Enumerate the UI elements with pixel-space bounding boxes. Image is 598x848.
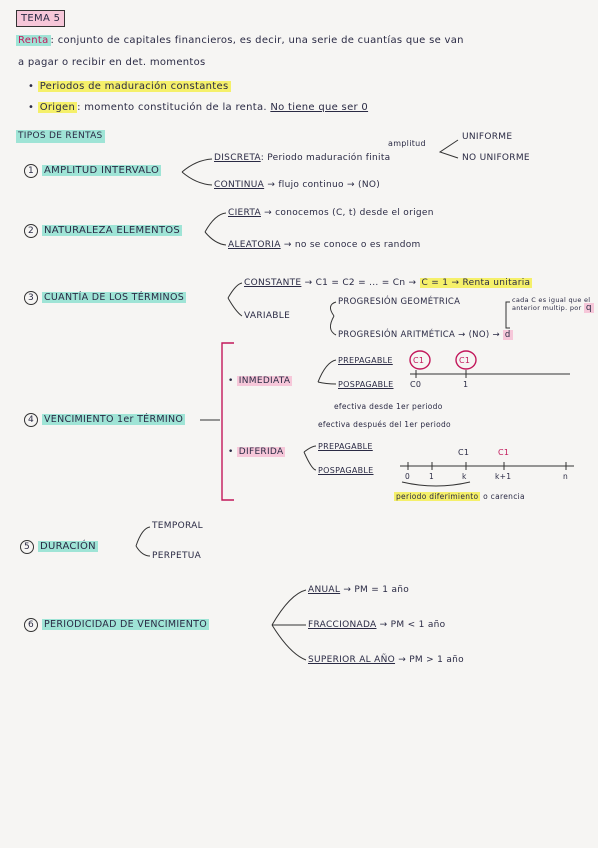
superior-text: → PM > 1 año [398,655,464,665]
axis-c1-second: C1 [459,356,471,365]
periodo-diferimiento-row: periodo diferimiento o carencia [394,490,525,503]
inmediata-note: efectiva desde 1er periodo [334,402,443,411]
section-5-number: 5 [20,540,34,554]
geometrica-label: PROGRESIÓN GEOMÉTRICA [338,297,461,307]
diferida-item: • DIFERIDA [228,447,286,457]
fraccionada-label: FRACCIONADA [308,620,377,630]
perpetua-label: PERPETUA [152,551,202,561]
section-2-number: 2 [24,224,38,238]
cierta-item: CIERTA → conocemos (C, t) desde el orige… [228,207,434,220]
section-3-header: 3 CUANTÍA DE LOS TÉRMINOS [24,291,187,305]
section-1-name: AMPLITUD INTERVALO [42,165,162,176]
section-1-header: 1 AMPLITUD INTERVALO [24,164,162,178]
inmediata-pospagable: POSPAGABLE [338,380,394,389]
page-title: TEMA 5 [16,10,66,27]
bullet-maduracion-text: Periodos de maduración constantes [37,81,231,92]
constante-item: CONSTANTE → C1 = C2 = ... = Cn → C = 1 →… [244,277,533,290]
diferida-c1-second: C1 [498,448,510,457]
amplitud-note: amplitud [388,139,426,148]
inmediata-item: • INMEDIATA [228,376,293,386]
section-4-name: VENCIMIENTO 1er TÉRMINO [42,414,186,425]
discreta-item: DISCRETA: Periodo maduración finita [214,152,391,165]
section-3-name: CUANTÍA DE LOS TÉRMINOS [42,292,187,303]
aritmetica-item: PROGRESIÓN ARITMÉTICA → (NO) → d [338,330,513,340]
axis-tick-1: 1 [463,380,469,389]
diferida-tick-k: k [462,472,467,481]
aleatoria-label: ALEATORIA [228,240,281,250]
bullet-origen: • Origen: momento constitución de la ren… [28,101,368,114]
bullet-maduracion: • Periodos de maduración constantes [28,80,231,93]
continua-label: CONTINUA [214,180,265,190]
anual-label: ANUAL [308,585,341,595]
renta-unitaria: C = 1 → Renta unitaria [419,278,533,288]
discreta-text: : Periodo maduración finita [260,153,391,163]
constante-label: CONSTANTE [244,278,302,288]
origen-label: Origen [37,102,78,113]
diferida-tick-0: 0 [405,472,411,481]
aritmetica-label: PROGRESIÓN ARITMÉTICA [338,330,456,340]
section-1-number: 1 [24,164,38,178]
geometrica-note-text: cada C es igual que el anterior multip. … [512,296,591,312]
renta-definition-text: : conjunto de capitales financieros, es … [50,35,464,46]
periodo-diferimiento: periodo diferimiento [394,492,481,501]
discreta-label: DISCRETA [214,153,261,163]
cierta-label: CIERTA [228,208,261,218]
renta-definition-line1: Renta: conjunto de capitales financieros… [16,34,464,47]
continua-text: → flujo continuo → (NO) [267,180,381,190]
section-5-name: DURACIÓN [38,541,98,552]
section-4-number: 4 [24,413,38,427]
diferida-tick-1: 1 [429,472,435,481]
aritmetica-note: (NO) [468,330,490,340]
fraccionada-item: FRACCIONADA → PM < 1 año [308,619,445,632]
axis-tick-c0: C0 [410,380,422,389]
section-6-header: 6 PERIODICIDAD DE VENCIMIENTO [24,618,210,632]
diferida-tick-n: n [563,472,569,481]
renta-label: Renta [16,35,51,46]
section-5-header: 5 DURACIÓN [20,540,98,554]
diferida-label: DIFERIDA [236,447,286,457]
section-6-name: PERIODICIDAD DE VENCIMIENTO [42,619,210,630]
axis-c1-first: C1 [413,356,425,365]
section-2-header: 2 NATURALEZA ELEMENTOS [24,224,183,238]
diferida-note: efectiva después del 1er periodo [318,420,451,429]
bullet-dot-icon: • [28,102,38,113]
superior-item: SUPERIOR AL AÑO → PM > 1 año [308,654,464,667]
diferida-tick-k1: k+1 [495,472,512,481]
tipos-title: TIPOS DE RENTAS [16,130,105,143]
no-uniforme-label: NO UNIFORME [462,153,530,163]
section-6-number: 6 [24,618,38,632]
variable-label: VARIABLE [244,311,291,321]
diferida-c1-first: C1 [458,448,470,457]
origen-note: No tiene que ser 0 [270,102,369,113]
section-4-header: 4 VENCIMIENTO 1er TÉRMINO [24,413,186,427]
carencia-text: o carencia [483,492,525,501]
diferida-pospagable: POSPAGABLE [318,466,374,475]
bullet-dot-icon: • [28,81,38,92]
geometrica-note: cada C es igual que el anterior multip. … [512,296,594,313]
constante-text: → C1 = C2 = ... = Cn → [304,278,417,288]
superior-label: SUPERIOR AL AÑO [308,655,396,665]
section-2-name: NATURALEZA ELEMENTOS [42,225,183,236]
renta-definition-line2: a pagar o recibir en det. momentos [18,57,206,68]
inmediata-label: INMEDIATA [236,376,293,386]
continua-item: CONTINUA → flujo continuo → (NO) [214,179,380,192]
diferida-prepagable: PREPAGABLE [318,442,373,451]
fraccionada-text: → PM < 1 año [379,620,446,630]
cierta-text: → conocemos (C, t) desde el origen [264,208,434,218]
inmediata-prepagable: PREPAGABLE [338,356,393,365]
aleatoria-item: ALEATORIA → no se conoce o es random [228,239,421,252]
anual-item: ANUAL → PM = 1 año [308,584,409,597]
section-3-number: 3 [24,291,38,305]
d-symbol: d [502,330,513,340]
temporal-label: TEMPORAL [152,521,203,531]
anual-text: → PM = 1 año [343,585,410,595]
origen-text: : momento constitución de la renta. [77,102,267,113]
uniforme-label: UNIFORME [462,132,513,142]
q-symbol: q [583,303,594,313]
aleatoria-text: → no se conoce o es random [283,240,421,250]
